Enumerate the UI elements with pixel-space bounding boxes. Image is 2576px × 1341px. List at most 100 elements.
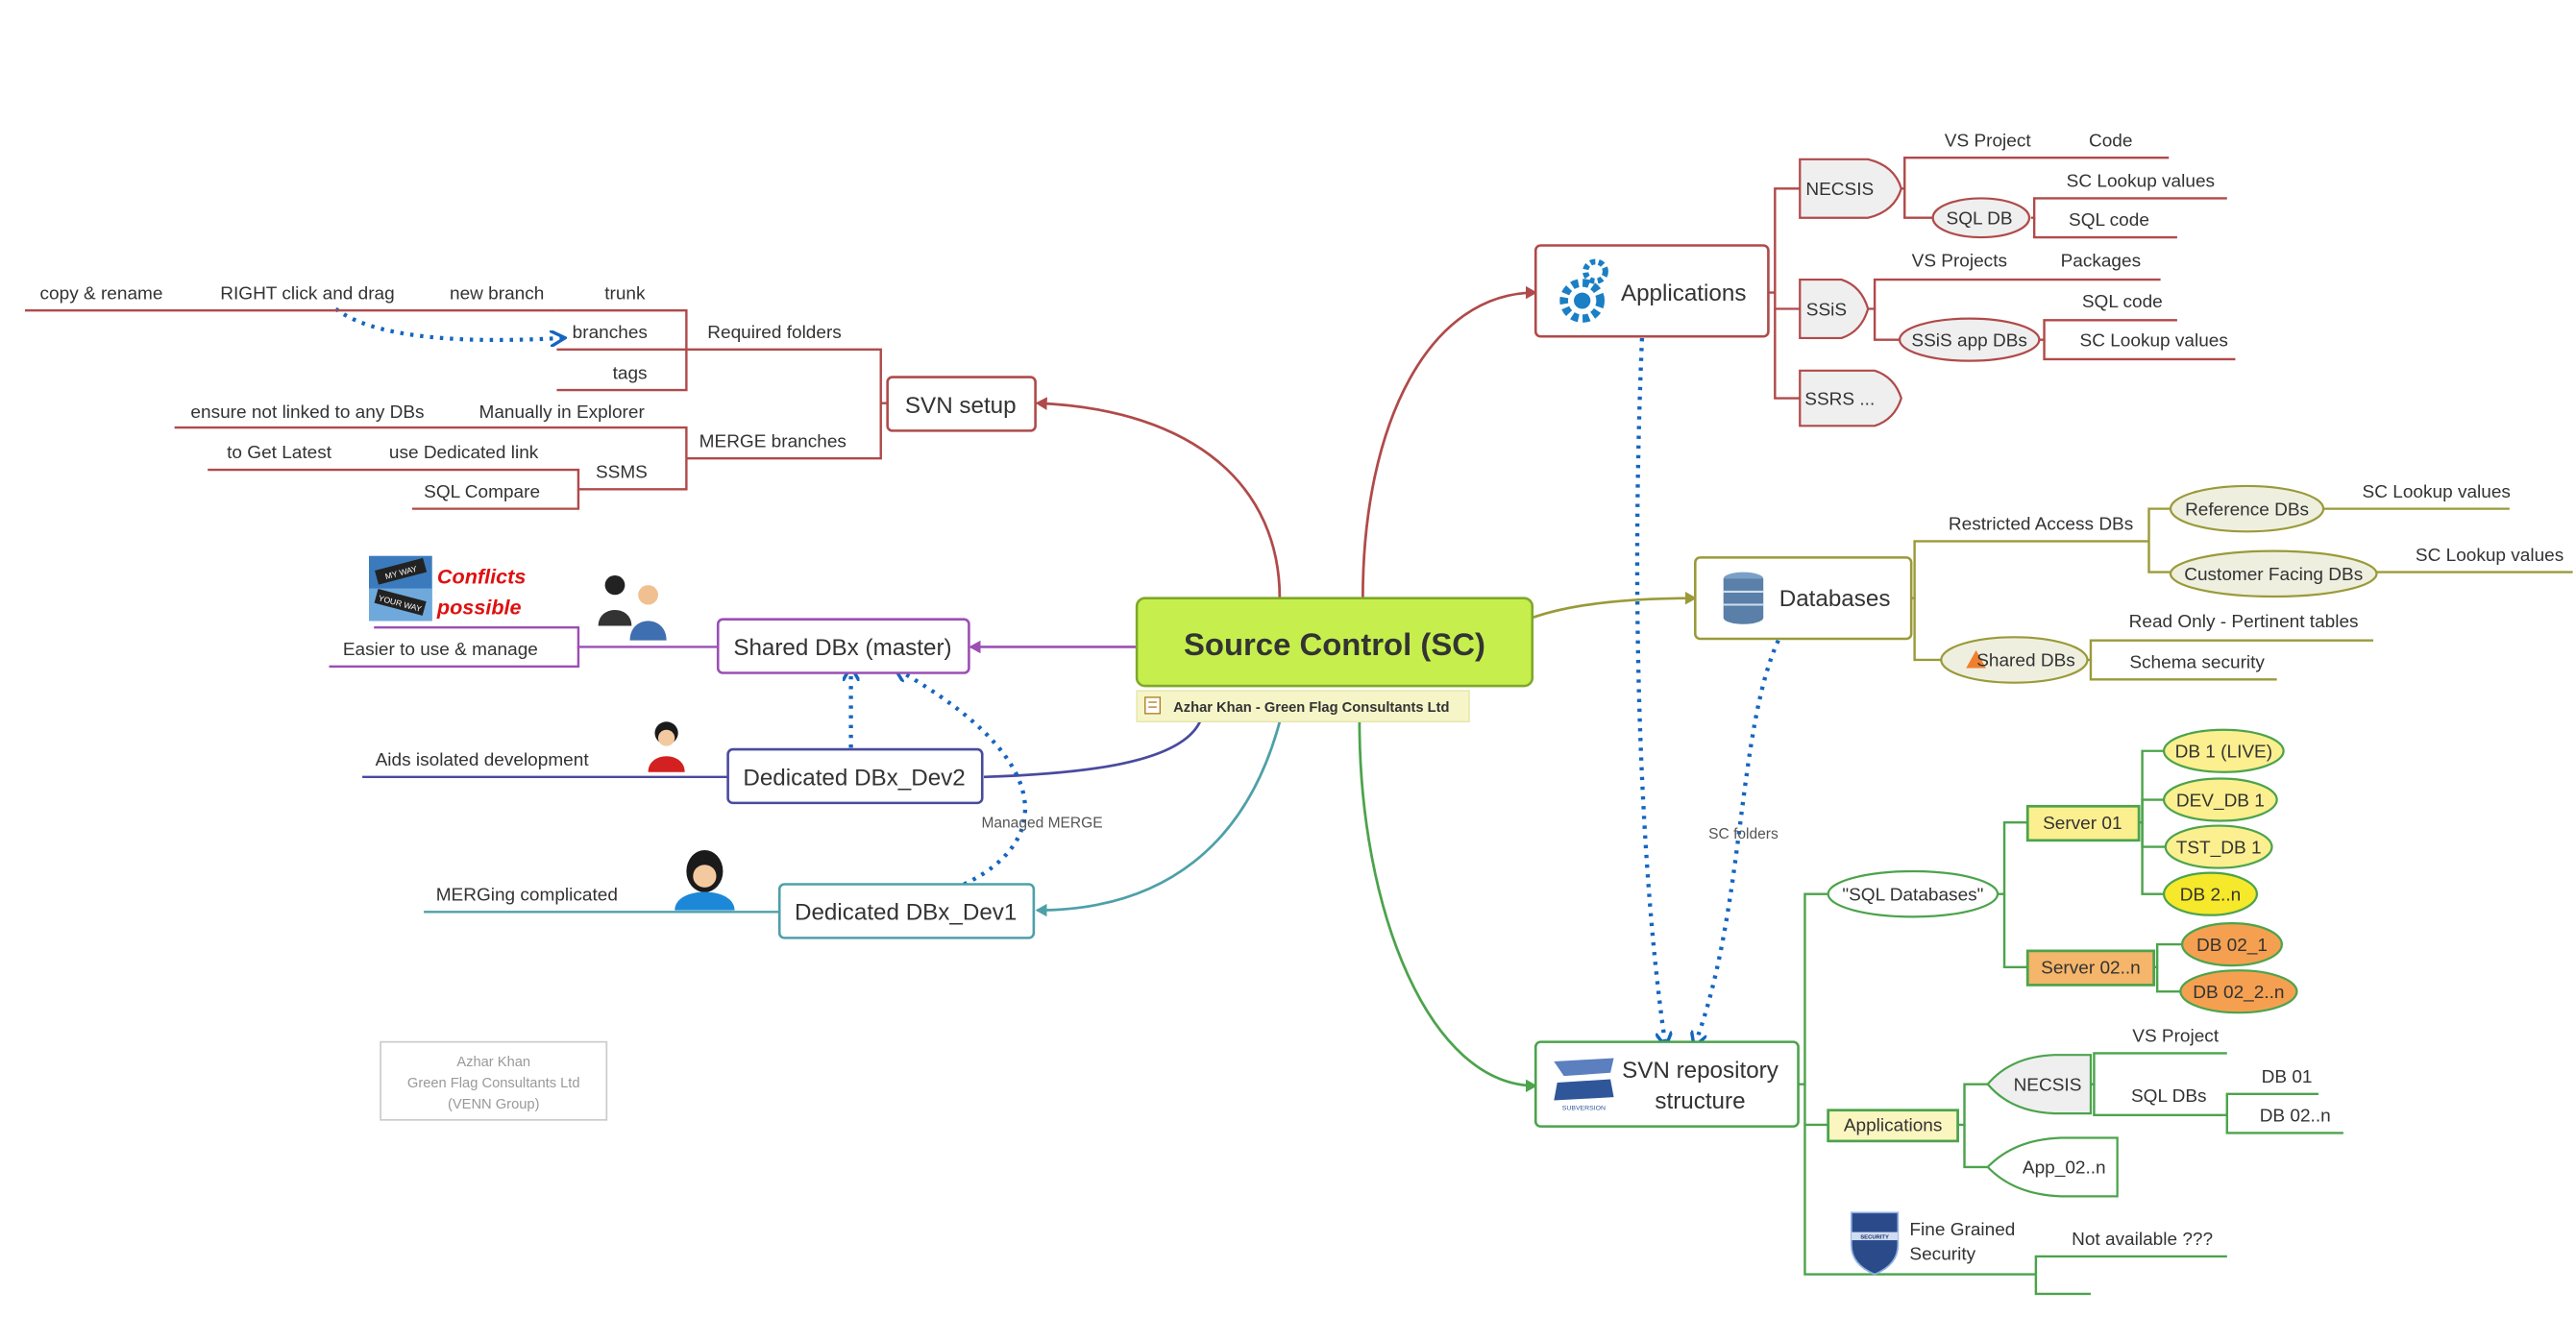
fine-grained-label-2[interactable]: Security xyxy=(1909,1244,1975,1264)
author-note: Azhar Khan - Green Flag Consultants Ltd xyxy=(1136,690,1470,722)
repo-sql-dbs-label[interactable]: SQL DBs xyxy=(2131,1085,2207,1106)
app02n-label: App_02..n xyxy=(2023,1158,2106,1179)
databases-branch-lines xyxy=(1911,507,2573,681)
tags-label[interactable]: tags xyxy=(613,362,648,382)
footer-line-1: Azhar Khan xyxy=(456,1055,530,1070)
code-label[interactable]: Code xyxy=(2089,130,2132,150)
shared-dbx-node[interactable]: Shared DBx (master) xyxy=(716,618,970,674)
ssrs-node[interactable]: SSRS ... xyxy=(1799,369,1902,427)
managed-merge-label: Managed MERGE xyxy=(981,815,1102,831)
woman-icon xyxy=(648,721,685,772)
warning-icon xyxy=(1966,649,1986,669)
ref-lookup-label[interactable]: SC Lookup values xyxy=(2363,481,2511,501)
ssms-label[interactable]: SSMS xyxy=(596,462,648,482)
copy-rename-label[interactable]: copy & rename xyxy=(40,283,163,304)
sql-compare-label[interactable]: SQL Compare xyxy=(424,481,540,501)
branches-label[interactable]: branches xyxy=(573,322,648,342)
svn-setup-node[interactable]: SVN setup xyxy=(886,376,1037,432)
databases-label: Databases xyxy=(1779,586,1891,612)
server01-node[interactable]: Server 01 xyxy=(2025,804,2141,842)
central-topic[interactable]: Source Control (SC) xyxy=(1135,597,1534,688)
repo-applications-label: Applications xyxy=(1844,1115,1943,1135)
databases-node[interactable]: Databases xyxy=(1693,556,1913,641)
sql-db-node[interactable]: SQL DB xyxy=(1931,197,2031,239)
footer-box: Azhar Khan Green Flag Consultants Ltd (V… xyxy=(380,1040,608,1121)
dev1-node[interactable]: Dedicated DBx_Dev1 xyxy=(777,883,1036,939)
ssis-node[interactable]: SSiS xyxy=(1799,278,1870,340)
footer-line-3: (VENN Group) xyxy=(448,1097,540,1112)
fine-grained-label-1[interactable]: Fine Grained xyxy=(1909,1219,2015,1239)
signpost-icon: MY WAY YOUR WAY xyxy=(368,555,432,622)
dev-db1-label: DEV_DB 1 xyxy=(2176,790,2265,811)
right-click-label[interactable]: RIGHT click and drag xyxy=(220,283,394,304)
ssis-app-dbs-node[interactable]: SSiS app DBs xyxy=(1898,317,2041,362)
ssrs-label: SSRS ... xyxy=(1804,389,1875,409)
ssis-sql-code-label[interactable]: SQL code xyxy=(2082,291,2163,311)
customer-dbs-node[interactable]: Customer Facing DBs xyxy=(2169,549,2378,598)
sql-databases-node[interactable]: "SQL Databases" xyxy=(1827,869,1999,918)
woman-blue-icon xyxy=(675,849,735,911)
required-folders-label[interactable]: Required folders xyxy=(707,322,842,342)
customer-dbs-label: Customer Facing DBs xyxy=(2184,564,2363,584)
app02n-node[interactable]: App_02..n xyxy=(1986,1136,2119,1198)
dev-db1-node[interactable]: DEV_DB 1 xyxy=(2162,777,2278,822)
ssis-lookup-label[interactable]: SC Lookup values xyxy=(2080,330,2228,351)
people-icon xyxy=(598,575,667,641)
note-icon xyxy=(1144,696,1162,715)
repo-db02n-label[interactable]: DB 02..n xyxy=(2260,1106,2331,1126)
database-icon xyxy=(1723,572,1764,624)
necsis-node[interactable]: NECSIS xyxy=(1799,158,1902,219)
applications-node[interactable]: Applications xyxy=(1533,244,1770,338)
db02-1-label: DB 02_1 xyxy=(2196,935,2268,956)
dev2-node[interactable]: Dedicated DBx_Dev2 xyxy=(726,747,984,805)
not-available-label[interactable]: Not available ??? xyxy=(2072,1229,2213,1249)
db2n-node[interactable]: DB 2..n xyxy=(2162,871,2259,916)
easier-label[interactable]: Easier to use & manage xyxy=(343,639,538,659)
merging-label[interactable]: MERGing complicated xyxy=(436,885,618,905)
new-branch-label[interactable]: new branch xyxy=(450,283,544,304)
dedicated-link-label[interactable]: use Dedicated link xyxy=(389,442,539,462)
applications-branch-lines xyxy=(1768,156,2236,400)
server01-label: Server 01 xyxy=(2043,813,2122,833)
db02-2n-node[interactable]: DB 02_2..n xyxy=(2179,969,2298,1014)
trunk-label[interactable]: trunk xyxy=(604,283,646,304)
db02-1-node[interactable]: DB 02_1 xyxy=(2180,922,2284,967)
svn-repo-label-1: SVN repository xyxy=(1622,1058,1779,1084)
packages-label[interactable]: Packages xyxy=(2061,251,2142,271)
repo-vs-project-label[interactable]: VS Project xyxy=(2132,1026,2220,1046)
vs-projects-label[interactable]: VS Projects xyxy=(1912,251,2007,271)
restricted-label[interactable]: Restricted Access DBs xyxy=(1949,514,2133,534)
ensure-label[interactable]: ensure not linked to any DBs xyxy=(190,402,424,422)
tst-db1-label: TST_DB 1 xyxy=(2176,838,2262,859)
repo-applications-node[interactable]: Applications xyxy=(1827,1109,1959,1143)
central-title: Source Control (SC) xyxy=(1184,627,1485,662)
schema-label[interactable]: Schema security xyxy=(2129,652,2265,672)
repo-db01-label[interactable]: DB 01 xyxy=(2262,1066,2313,1086)
tst-db1-node[interactable]: TST_DB 1 xyxy=(2164,824,2273,869)
dev2-label: Dedicated DBx_Dev2 xyxy=(743,766,965,792)
cust-lookup-label[interactable]: SC Lookup values xyxy=(2416,545,2564,565)
get-latest-label[interactable]: to Get Latest xyxy=(227,442,332,462)
sc-lookup-label[interactable]: SC Lookup values xyxy=(2067,171,2215,191)
reference-dbs-node[interactable]: Reference DBs xyxy=(2169,484,2325,533)
manually-label[interactable]: Manually in Explorer xyxy=(478,402,644,422)
shared-dbs-node[interactable]: Shared DBs xyxy=(1940,636,2089,684)
svn-repo-label-2: structure xyxy=(1655,1088,1745,1114)
repo-necsis-node[interactable]: NECSIS xyxy=(1986,1054,2093,1115)
db02-2n-label: DB 02_2..n xyxy=(2193,982,2284,1003)
gears-icon xyxy=(1559,258,1608,323)
sc-folders-label: SC folders xyxy=(1708,826,1779,842)
vs-project-label[interactable]: VS Project xyxy=(1945,130,2032,150)
read-only-label[interactable]: Read Only - Pertinent tables xyxy=(2129,611,2359,631)
db1-live-node[interactable]: DB 1 (LIVE) xyxy=(2162,728,2285,773)
svn-setup-label: SVN setup xyxy=(905,393,1017,419)
aids-label[interactable]: Aids isolated development xyxy=(376,749,590,769)
svn-repo-branch-lines xyxy=(1798,749,2343,1296)
sql-code-label[interactable]: SQL code xyxy=(2069,209,2149,230)
subversion-logo-icon: SUBVERSION xyxy=(1550,1055,1617,1112)
svn-repo-node[interactable]: SUBVERSION SVN repository structure xyxy=(1533,1040,1800,1128)
db2n-label: DB 2..n xyxy=(2180,885,2241,905)
merge-branches-label[interactable]: MERGE branches xyxy=(699,431,846,451)
server02-node[interactable]: Server 02..n xyxy=(2025,949,2156,987)
